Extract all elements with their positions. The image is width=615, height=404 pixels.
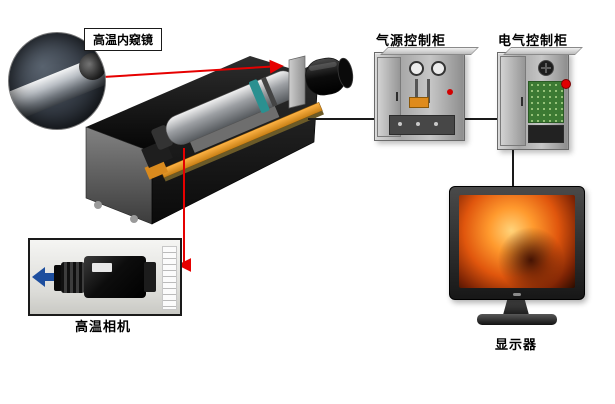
- monitor-screen-furnace-image: [459, 195, 575, 288]
- emergency-button: [561, 79, 571, 89]
- camera-rear-block: [144, 262, 156, 292]
- blue-arrow-tail: [44, 273, 56, 281]
- housing-foot: [130, 215, 138, 223]
- camera-lens-ring: [54, 265, 62, 291]
- rail-block: [144, 159, 169, 180]
- air-cabinet: [374, 47, 479, 141]
- monitor-power-button: [513, 293, 521, 296]
- mount-bracket: [190, 105, 280, 153]
- camera-lens: [61, 262, 85, 293]
- flange-plate: [288, 55, 306, 109]
- air-tube: [415, 79, 418, 103]
- housing-graphic: [85, 55, 354, 225]
- pressure-gauge: [409, 61, 424, 76]
- camera-brand-badge: [92, 263, 112, 272]
- teal-ring: [249, 79, 270, 113]
- endoscope-label: 高温内窥镜: [84, 28, 163, 51]
- camera-label: 高温相机: [74, 319, 131, 334]
- blue-arrow-icon: [32, 267, 45, 287]
- cabinet-top-face: [380, 47, 479, 55]
- lens-barrel: [305, 57, 354, 96]
- knob: [434, 122, 438, 126]
- power-module: [528, 125, 564, 143]
- monitor: [449, 186, 585, 300]
- air-cabinet-label: 气源控制柜: [376, 33, 447, 48]
- housing-foot: [94, 201, 102, 209]
- spec-sheet: [162, 246, 177, 310]
- red-arrow-to-lens: [102, 59, 284, 78]
- pressure-gauge: [431, 61, 446, 76]
- door-handle: [396, 92, 398, 101]
- electric-cabinet: [497, 47, 583, 150]
- pneumatic-module: [389, 115, 455, 135]
- door-handle: [521, 97, 523, 106]
- cabinet-door: [500, 56, 526, 146]
- regulator-block: [409, 97, 429, 108]
- endoscope-lens-tip: [79, 53, 105, 80]
- air-tube: [427, 79, 430, 103]
- cooling-fan-icon: [538, 60, 554, 76]
- red-indicator: [447, 89, 453, 95]
- camera-photo: [28, 238, 182, 316]
- knob: [398, 122, 402, 126]
- pcb-board: [528, 81, 564, 123]
- monitor-stand-neck: [503, 298, 529, 315]
- electric-cabinet-label: 电气控制柜: [498, 33, 569, 48]
- cabinet-top-face: [503, 47, 583, 55]
- monitor-label: 显示器: [494, 337, 537, 352]
- knob: [416, 122, 420, 126]
- monitor-stand-base: [477, 314, 557, 325]
